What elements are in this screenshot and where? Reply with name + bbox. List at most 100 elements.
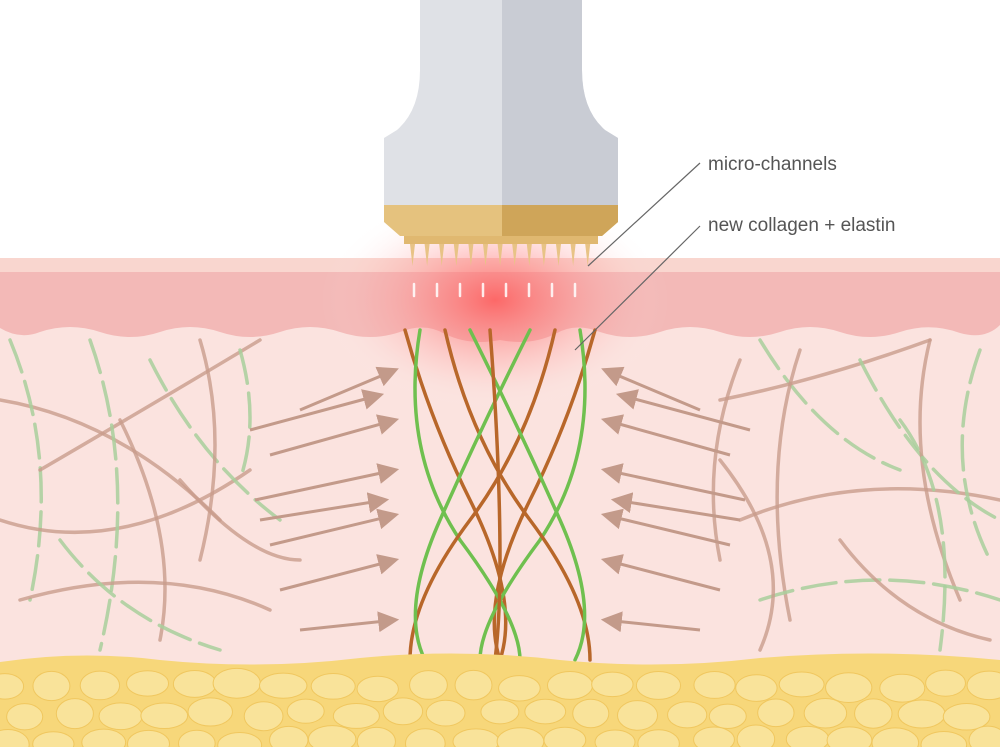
fat-cell	[217, 731, 263, 747]
fat-cell	[785, 725, 830, 747]
collagen-fiber	[738, 487, 1000, 522]
inward-arrow-icon	[600, 463, 746, 502]
elastin-fiber	[58, 538, 222, 652]
background-fibers	[0, 338, 1000, 652]
fat-cell	[32, 670, 71, 702]
inward-arrow-icon	[259, 492, 390, 522]
inward-arrow-icon	[600, 554, 721, 592]
inward-arrow-icon	[279, 554, 400, 592]
handpiece-collar-shade	[502, 205, 618, 236]
fat-cell	[968, 725, 1000, 747]
microneedling-handpiece-icon	[384, 0, 618, 266]
collagen-strand	[492, 328, 597, 662]
handpiece-body-shade	[502, 0, 618, 205]
fat-cell	[942, 703, 991, 731]
collagen-leader-line	[574, 225, 701, 351]
inward-arrow-icon	[299, 611, 400, 633]
fat-cell	[480, 699, 520, 725]
collagen-fiber	[178, 478, 302, 562]
inward-arrow-icon	[600, 508, 731, 547]
fat-cell	[594, 729, 636, 747]
needle	[497, 244, 503, 266]
fat-cell	[81, 728, 127, 747]
needle	[570, 244, 576, 266]
fat-cell	[757, 698, 795, 728]
elastin-strand	[468, 328, 587, 662]
fat-cell	[572, 698, 610, 729]
fat-cell	[126, 670, 170, 697]
fat-cell	[178, 729, 216, 747]
needle	[483, 244, 488, 266]
fat-cell	[6, 703, 44, 731]
needle	[439, 244, 445, 266]
collagen-fiber	[0, 468, 252, 535]
fat-cell	[79, 670, 121, 701]
elastin-fiber	[898, 418, 947, 652]
fat-cell	[591, 671, 634, 698]
collagen-fiber	[718, 338, 932, 402]
needle	[424, 244, 430, 266]
needle	[512, 244, 518, 266]
needle	[541, 244, 547, 266]
inward-arrow-icon	[249, 389, 385, 432]
inward-arrow-icon	[269, 508, 400, 547]
micro-channel-marks	[412, 282, 577, 298]
fat-cell	[32, 731, 75, 747]
elastin-fiber	[148, 358, 282, 522]
collagen-fiber	[775, 348, 802, 622]
fat-cell	[803, 698, 848, 729]
fat-cell	[310, 672, 356, 700]
fat-cell	[498, 675, 541, 702]
fat-cell	[55, 698, 94, 730]
inward-arrow-icon	[615, 389, 751, 432]
collagen-fiber	[38, 338, 262, 472]
needle	[556, 244, 561, 266]
fat-cell	[736, 724, 776, 747]
elastin-fiber	[88, 338, 120, 652]
elastin-strand	[478, 328, 587, 662]
fat-cell	[172, 669, 217, 698]
fat-cell	[546, 670, 594, 700]
collagen-fiber	[711, 358, 742, 562]
fat-cell	[454, 669, 493, 701]
fat-cell	[897, 699, 946, 729]
collagen-fiber	[18, 580, 272, 612]
elastin-strand	[413, 328, 532, 662]
fat-cell	[879, 673, 926, 703]
fat-cell	[616, 700, 659, 731]
fat-cell	[871, 727, 920, 747]
needle	[526, 244, 532, 266]
inward-arrow-icon	[601, 366, 701, 412]
elastin-fiber	[960, 348, 992, 562]
inward-arrow-icon	[610, 492, 741, 522]
fat-cell	[778, 671, 825, 698]
needle	[468, 244, 474, 266]
collagen-fiber	[198, 338, 217, 562]
collagen-fiber	[838, 538, 992, 642]
fat-cell	[693, 670, 736, 699]
new-collagen-elastin-strands	[403, 328, 597, 662]
fat-cell	[0, 729, 30, 747]
inward-arrow-icon	[600, 611, 701, 633]
fat-cell	[98, 702, 143, 731]
collagen-strand	[403, 328, 508, 662]
elastin-fiber	[238, 348, 252, 482]
fat-cell	[735, 674, 778, 702]
fat-cell	[667, 701, 708, 729]
fat-cell	[332, 703, 380, 729]
fat-cell	[825, 672, 873, 704]
fat-cell	[212, 667, 261, 699]
inward-arrow-icon	[600, 414, 731, 457]
fat-cell	[0, 673, 25, 700]
needle-plate	[404, 236, 598, 244]
fat-cell	[409, 670, 448, 700]
elastin-strand	[413, 328, 522, 662]
fat-cell	[693, 726, 735, 747]
collagen-fiber	[718, 458, 776, 652]
fat-cell	[258, 672, 308, 699]
elastin-fiber	[8, 338, 43, 602]
elastin-fiber	[858, 358, 1000, 522]
inward-arrow-icon	[254, 463, 400, 502]
needle-array	[410, 244, 591, 266]
